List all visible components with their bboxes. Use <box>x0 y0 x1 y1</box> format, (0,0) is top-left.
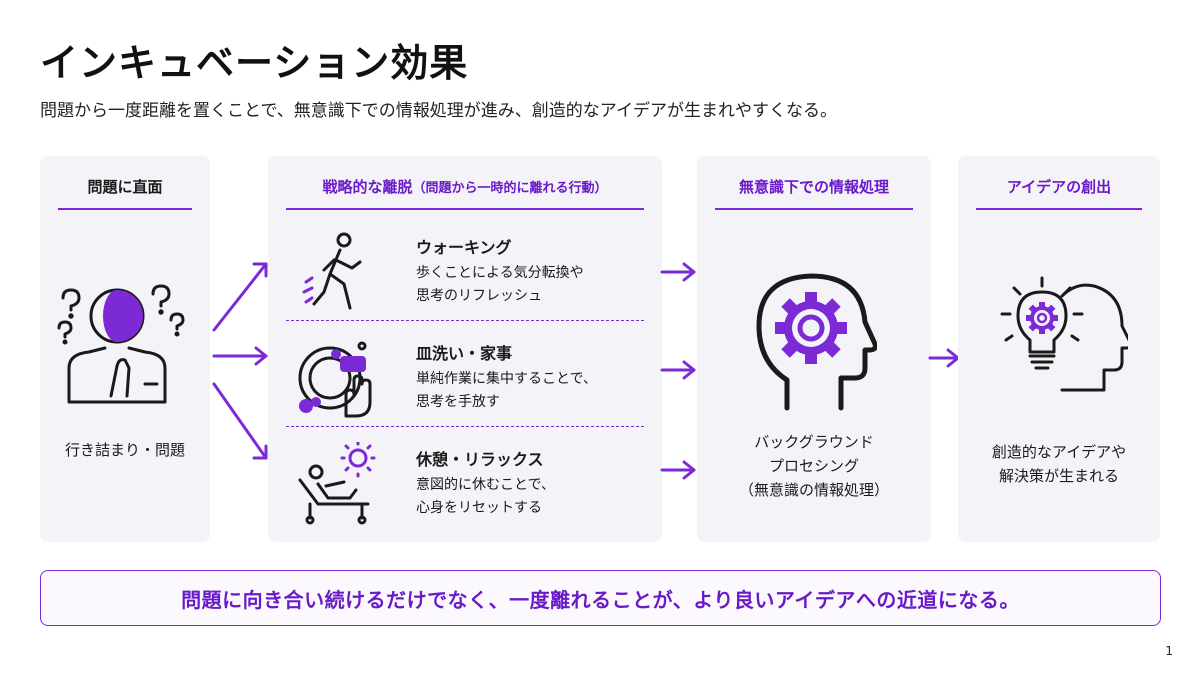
panel-problem-rule <box>58 208 192 210</box>
result-arrow <box>928 348 960 368</box>
caption-line: （無意識の情報処理） <box>738 481 889 499</box>
confused-person-icon <box>57 284 185 404</box>
branch-arrows <box>212 262 268 460</box>
detach-item-desc-line: 思考のリフレッシュ <box>416 288 542 304</box>
lightbulb-head-icon <box>1000 276 1128 392</box>
detach-item-desc: 歩くことによる気分転換や 思考のリフレッシュ <box>416 262 646 308</box>
panel-idea: アイデアの創出 <box>958 156 1160 542</box>
caption-line: バックグラウンド <box>754 433 874 451</box>
detach-item-desc-line: 歩くことによる気分転換や <box>416 265 584 281</box>
page-subtitle: 問題から一度距離を置くことで、無意識下での情報処理が進み、創造的なアイデアが生ま… <box>40 101 837 121</box>
panel-processing-heading: 無意識下での情報処理 <box>738 178 889 196</box>
panel-processing-caption: バックグラウンド プロセシング （無意識の情報処理） <box>697 430 931 502</box>
panel-processing-rule <box>715 208 913 210</box>
panel-detach-rule <box>286 208 644 210</box>
detach-item-desc: 意図的に休むことで、 心身をリセットする <box>416 474 646 520</box>
row-divider <box>286 320 644 321</box>
panel-detach-heading: 戦略的な離脱（問題から一時的に離れる行動） <box>268 176 662 197</box>
detach-item-walking: ウォーキング 歩くことによる気分転換や 思考のリフレッシュ <box>268 224 662 324</box>
panel-idea-heading: アイデアの創出 <box>1006 178 1112 196</box>
detach-item-dishes: 皿洗い・家事 単純作業に集中することで、 思考を手放す <box>268 330 662 430</box>
detach-item-desc-line: 意図的に休むことで、 <box>416 477 556 493</box>
converge-arrows <box>660 262 696 480</box>
page-number: 1 <box>1165 644 1173 658</box>
panel-problem: 問題に直面 行き詰まり・問題 <box>40 156 210 542</box>
caption-line: 解決策が生まれる <box>998 467 1119 485</box>
key-message-banner: 問題に向き合い続けるだけでなく、一度離れることが、より良いアイデアへの近道になる… <box>40 570 1161 626</box>
caption-line: プロセシング <box>768 457 859 475</box>
caption-line: 創造的なアイデアや <box>991 443 1127 461</box>
relaxing-lounger-icon <box>298 442 376 525</box>
head-gear-icon <box>756 273 877 411</box>
detach-item-title: 皿洗い・家事 <box>416 344 513 363</box>
panel-problem-caption: 行き詰まり・問題 <box>64 441 185 459</box>
walking-person-icon <box>302 232 362 310</box>
detach-item-title: 休憩・リラックス <box>416 450 544 469</box>
detach-item-desc-line: 単純作業に集中することで、 <box>416 371 598 387</box>
panel-idea-caption: 創造的なアイデアや 解決策が生まれる <box>958 440 1160 488</box>
key-message-text: 問題に向き合い続けるだけでなく、一度離れることが、より良いアイデアへの近道になる… <box>181 587 1020 612</box>
detach-item-relax: 休憩・リラックス 意図的に休むことで、 心身をリセットする <box>268 436 662 536</box>
detach-item-title: ウォーキング <box>416 238 512 257</box>
panel-processing: 無意識下での情報処理 バックグラウンド プロセシング （無意識の情報処理） <box>697 156 931 542</box>
panel-idea-rule <box>976 208 1142 210</box>
panel-detach: 戦略的な離脱（問題から一時的に離れる行動） ウォーキング 歩くことによる気分転換… <box>268 156 662 542</box>
row-divider <box>286 426 644 427</box>
panel-detach-heading-main: 戦略的な離脱 <box>322 178 413 196</box>
detach-item-desc: 単純作業に集中することで、 思考を手放す <box>416 368 646 414</box>
panel-problem-heading: 問題に直面 <box>87 178 163 196</box>
panel-detach-heading-note: （問題から一時的に離れる行動） <box>412 181 608 196</box>
detach-item-desc-line: 思考を手放す <box>416 394 500 410</box>
dishwashing-icon <box>298 341 372 418</box>
detach-item-desc-line: 心身をリセットする <box>416 500 542 516</box>
page-title: インキュベーション効果 <box>40 41 469 85</box>
